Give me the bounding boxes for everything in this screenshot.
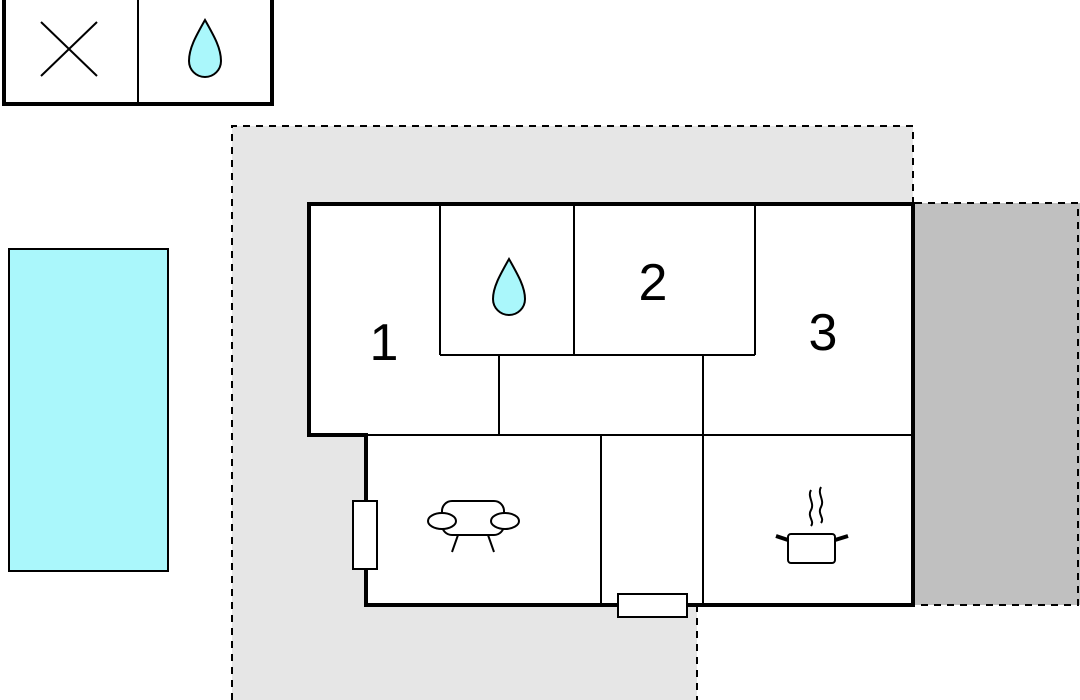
swimming-pool	[8, 248, 169, 572]
water-drop-icon	[491, 256, 527, 316]
bedroom-2-label: 2	[639, 254, 668, 312]
entrance-door	[617, 593, 688, 618]
bedroom-1-label: 1	[370, 314, 399, 372]
covered-terrace	[915, 203, 1080, 605]
covered-terrace-outline	[915, 202, 1079, 606]
cooking-pot-icon	[775, 486, 849, 564]
terrace-area	[232, 126, 913, 700]
sofa-icon	[427, 500, 520, 553]
water-drop-icon	[187, 17, 223, 78]
bedroom-3-label: 3	[809, 304, 838, 362]
interior-walls	[366, 204, 913, 605]
window-left	[352, 500, 378, 570]
terrace-outline	[231, 125, 914, 700]
exterior-walls	[307, 202, 915, 607]
close-icon	[40, 21, 98, 77]
